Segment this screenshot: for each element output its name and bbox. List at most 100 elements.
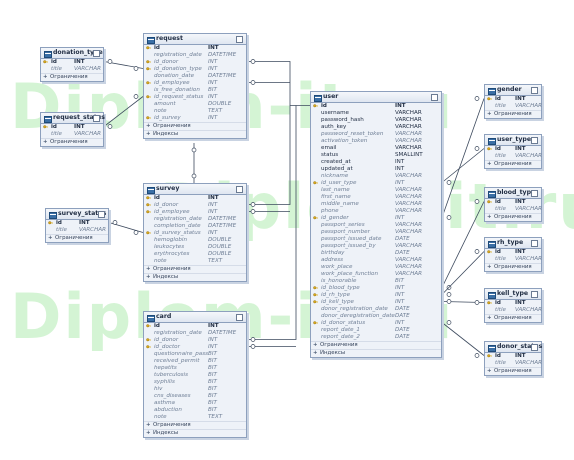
table-header[interactable]: user_type (485, 135, 541, 146)
expand-icon[interactable] (531, 344, 538, 351)
table-header[interactable]: card (144, 312, 246, 323)
expand-icon[interactable] (531, 291, 538, 298)
table-header[interactable]: survey_status (46, 209, 108, 220)
constraints-section[interactable]: Ограничения (485, 314, 541, 322)
table-survey-status[interactable]: survey_statusidINTtitleVARCHARОграничени… (45, 208, 109, 243)
expand-icon[interactable] (236, 314, 243, 321)
table-header[interactable]: survey (144, 184, 246, 195)
table-rh-type[interactable]: rh_typeidINTtitleVARCHARОграничения (484, 237, 542, 272)
indexes-section[interactable]: Индексы (144, 130, 246, 138)
constraints-section[interactable]: Ограничения (485, 160, 541, 168)
table-header[interactable]: user (311, 92, 441, 103)
expand-icon[interactable] (531, 190, 538, 197)
table-donation-type[interactable]: donation_typeidINTtitleVARCHARОграничени… (40, 47, 104, 82)
table-header[interactable]: gender (485, 85, 541, 96)
constraints-section[interactable]: Ограничения (144, 265, 246, 273)
table-blood-type[interactable]: blood_typeidINTtitleVARCHARОграничения (484, 187, 542, 222)
table-header[interactable]: donor_status (485, 342, 542, 353)
constraints-section[interactable]: Ограничения (485, 263, 541, 271)
expand-icon[interactable] (531, 87, 538, 94)
table-header[interactable]: request (144, 34, 246, 45)
expand-icon[interactable] (93, 115, 100, 122)
constraints-section[interactable]: Ограничения (144, 421, 246, 429)
indexes-section[interactable]: Индексы (144, 429, 246, 437)
constraints-section[interactable]: Ограничения (41, 138, 103, 146)
expand-icon[interactable] (431, 94, 438, 101)
constraints-section[interactable]: Ограничения (485, 110, 541, 118)
constraints-section[interactable]: Ограничения (485, 213, 541, 221)
table-header[interactable]: request_status (41, 113, 105, 124)
expand-icon[interactable] (236, 36, 243, 43)
indexes-section[interactable]: Индексы (311, 349, 441, 357)
table-header[interactable]: blood_type (485, 188, 541, 199)
expand-icon[interactable] (236, 186, 243, 193)
table-header[interactable]: rh_type (485, 238, 541, 249)
table-request-status[interactable]: request_statusidINTtitleVARCHARОграничен… (40, 112, 105, 147)
constraints-section[interactable]: Ограничения (485, 367, 541, 375)
expand-icon[interactable] (531, 240, 538, 247)
expand-icon[interactable] (93, 50, 100, 57)
